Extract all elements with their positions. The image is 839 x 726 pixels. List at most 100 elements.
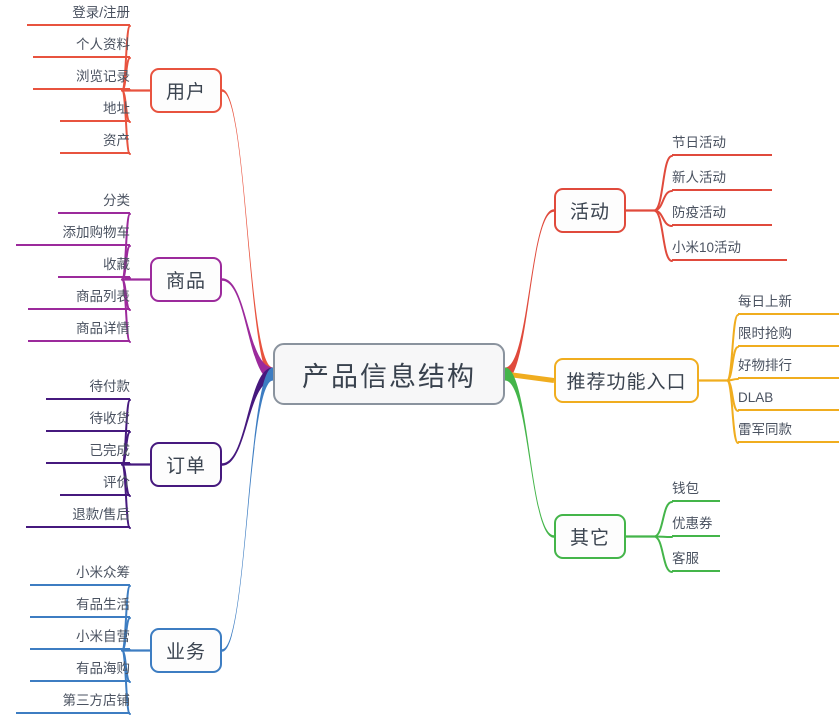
leaf-node[interactable]: 评价 <box>60 473 130 496</box>
trunk-recommend <box>504 371 555 383</box>
leaf-node[interactable]: 资产 <box>60 131 130 154</box>
leaf-node-label: 客服 <box>672 550 699 566</box>
leaf-edge-activity-2 <box>653 209 673 227</box>
leaf-node-label: 优惠券 <box>672 515 713 531</box>
leaf-edge-activity-0 <box>653 155 673 212</box>
leaf-node[interactable]: 好物排行 <box>738 356 839 379</box>
leaf-edge-recommend-4 <box>726 379 739 444</box>
leaf-node-label: 钱包 <box>672 480 699 496</box>
leaf-node-label: 限时抢购 <box>738 325 792 341</box>
leaf-node[interactable]: 新人活动 <box>672 168 772 191</box>
leaf-node-label: 评价 <box>103 474 130 490</box>
leaf-node[interactable]: DLAB <box>738 388 839 411</box>
leaf-node[interactable]: 待收货 <box>46 409 130 432</box>
leaf-node-label: 防疫活动 <box>672 204 726 220</box>
trunk-order <box>222 367 273 466</box>
root-node-label: 产品信息结构 <box>302 361 476 392</box>
trunk-activity <box>505 209 554 381</box>
leaf-edge-recommend-2 <box>726 378 739 382</box>
leaf-node[interactable]: 客服 <box>672 549 720 572</box>
leaf-node[interactable]: 收藏 <box>58 255 130 278</box>
leaf-node[interactable]: 每日上新 <box>738 292 839 315</box>
leaf-node-label: 小米10活动 <box>672 239 742 255</box>
root-node[interactable]: 产品信息结构 <box>273 343 505 405</box>
leaf-edge-other-2 <box>653 535 673 573</box>
leaf-node[interactable]: 待付款 <box>46 377 130 400</box>
leaf-node-label: 添加购物车 <box>62 224 131 240</box>
leaf-node[interactable]: 第三方店铺 <box>16 691 130 714</box>
leaf-node-label: 小米众筹 <box>76 564 130 580</box>
leaf-node[interactable]: 地址 <box>60 99 130 122</box>
leaf-node-label: 好物排行 <box>738 357 792 373</box>
branch-node-recommend[interactable]: 推荐功能入口 <box>554 358 699 403</box>
leaf-node-label: 地址 <box>103 100 130 116</box>
leaf-edge-activity-1 <box>653 190 673 212</box>
leaf-node-label: 待收货 <box>89 410 131 426</box>
leaf-node-label: 分类 <box>103 192 130 208</box>
branch-node-business[interactable]: 业务 <box>150 628 222 673</box>
leaf-node-label: 新人活动 <box>672 169 726 185</box>
leaf-node[interactable]: 商品列表 <box>28 287 130 310</box>
leaf-node[interactable]: 限时抢购 <box>738 324 839 347</box>
leaf-node[interactable]: 有品生活 <box>30 595 130 618</box>
leaf-node[interactable]: 退款/售后 <box>26 505 130 528</box>
branch-node-label: 业务 <box>165 642 206 663</box>
leaf-node[interactable]: 节日活动 <box>672 133 772 156</box>
leaf-edge-recommend-3 <box>726 379 739 412</box>
leaf-node[interactable]: 小米10活动 <box>672 238 787 261</box>
trunk-user <box>222 89 273 381</box>
leaf-node-label: 待付款 <box>89 378 131 394</box>
leaf-edge-other-0 <box>653 501 673 538</box>
branch-node-user[interactable]: 用户 <box>150 68 222 113</box>
leaf-node[interactable]: 添加购物车 <box>16 223 130 246</box>
leaf-edge-other-1 <box>653 535 673 538</box>
branch-node-other[interactable]: 其它 <box>554 514 626 559</box>
leaf-node[interactable]: 优惠券 <box>672 514 720 537</box>
branch-node-order[interactable]: 订单 <box>150 442 222 487</box>
leaf-node-label: 资产 <box>103 132 130 148</box>
leaf-edge-recommend-1 <box>726 346 739 382</box>
leaf-node-label: 第三方店铺 <box>62 692 131 708</box>
leaf-node-label: DLAB <box>738 389 774 405</box>
leaf-node[interactable]: 有品海购 <box>30 659 130 682</box>
leaf-node-label: 有品海购 <box>76 660 130 676</box>
leaf-node-label: 浏览记录 <box>76 68 130 84</box>
trunk-other <box>505 367 554 538</box>
leaf-node[interactable]: 雷军同款 <box>738 420 839 443</box>
leaf-edge-recommend-0 <box>726 314 739 382</box>
leaf-node[interactable]: 小米众筹 <box>30 563 130 586</box>
leaf-node-label: 个人资料 <box>76 36 130 52</box>
leaf-node-label: 已完成 <box>89 442 131 458</box>
leaf-node-label: 退款/售后 <box>72 506 130 522</box>
leaf-node[interactable]: 浏览记录 <box>33 67 130 90</box>
leaf-node[interactable]: 商品详情 <box>28 319 130 342</box>
leaf-node[interactable]: 小米自营 <box>30 627 130 650</box>
leaf-edge-activity-3 <box>653 209 673 262</box>
leaf-node[interactable]: 个人资料 <box>33 35 130 58</box>
leaf-node-label: 每日上新 <box>738 293 792 309</box>
leaf-edge-product-2 <box>121 277 131 281</box>
leaf-edge-business-2 <box>121 649 131 652</box>
leaf-node-label: 商品列表 <box>76 288 130 304</box>
leaf-node-label: 收藏 <box>103 256 130 272</box>
branch-node-label: 活动 <box>569 202 610 223</box>
leaf-edge-user-2 <box>121 89 131 92</box>
leaf-node-label: 商品详情 <box>76 320 130 336</box>
branch-node-product[interactable]: 商品 <box>150 257 222 302</box>
trunk-business <box>222 367 273 652</box>
branch-node-activity[interactable]: 活动 <box>554 188 626 233</box>
branch-node-label: 用户 <box>165 82 206 103</box>
leaf-node-label: 小米自营 <box>76 628 130 644</box>
leaf-node-label: 有品生活 <box>76 596 130 612</box>
leaf-node[interactable]: 防疫活动 <box>672 203 772 226</box>
leaf-node[interactable]: 钱包 <box>672 479 720 502</box>
leaf-node[interactable]: 登录/注册 <box>27 3 130 26</box>
branch-node-label: 推荐功能入口 <box>566 372 687 393</box>
leaf-node[interactable]: 分类 <box>58 191 130 214</box>
leaf-node[interactable]: 已完成 <box>46 441 130 464</box>
leaf-node-label: 节日活动 <box>672 134 726 150</box>
branch-node-label: 商品 <box>165 271 206 292</box>
leaf-edge-order-2 <box>121 463 131 466</box>
leaf-node-label: 雷军同款 <box>738 421 792 437</box>
